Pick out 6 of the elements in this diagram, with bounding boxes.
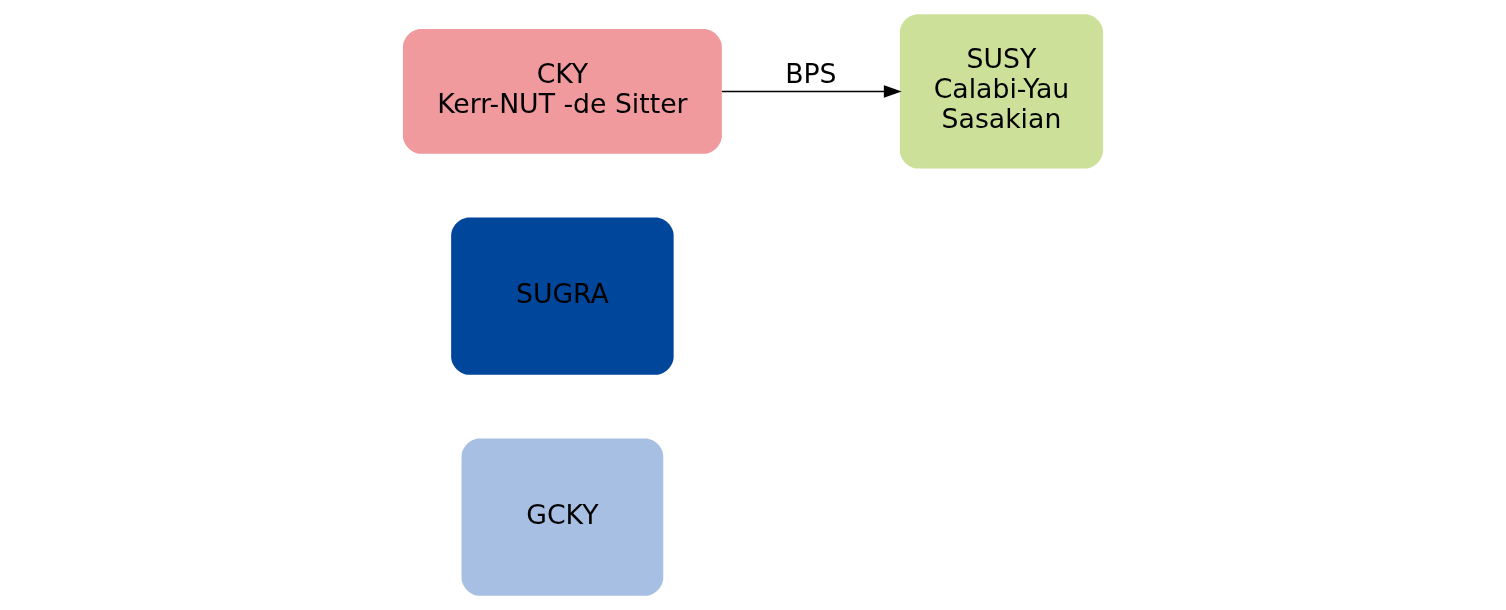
node-box: SUSY Calabi-Yau Sasakian bbox=[899, 14, 1104, 169]
edge-label: BPS bbox=[785, 58, 837, 90]
arrow bbox=[721, 85, 902, 98]
node-box: GCKY bbox=[461, 438, 664, 596]
node-box: CKY Kerr-NUT -de Sitter bbox=[402, 29, 722, 154]
node-box: SUGRA bbox=[451, 217, 674, 375]
